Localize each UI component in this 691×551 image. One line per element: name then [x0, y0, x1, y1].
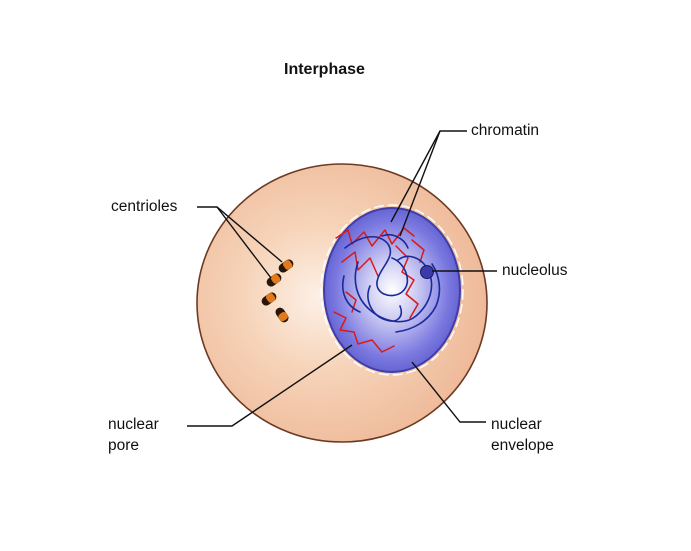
- centriole: [261, 292, 277, 306]
- nuclear-envelope: [320, 204, 464, 376]
- centrioles-label: centrioles: [111, 198, 178, 215]
- centrioles-leader: [216, 206, 272, 279]
- nuclear-envelope-label-line2: envelope: [491, 437, 554, 454]
- centriole: [278, 259, 294, 273]
- centriole: [266, 273, 282, 287]
- nuclear-pore-label-line1: nuclear: [108, 416, 159, 433]
- nuclear-envelope-leader: [411, 361, 486, 423]
- nucleus: [323, 207, 461, 373]
- chromatin-red-strands: [333, 227, 425, 353]
- centriole: [275, 307, 289, 323]
- nuclear-pore-label-line2: pore: [108, 437, 140, 454]
- chromatin-blue-strands: [342, 233, 441, 333]
- chromatin-label: chromatin: [471, 122, 540, 139]
- nucleolus: [420, 265, 434, 279]
- centrioles: [261, 259, 294, 323]
- leader-lines: [187, 130, 497, 427]
- diagram-title: Interphase: [284, 61, 365, 78]
- nuclear-envelope-label-line1: nuclear: [491, 416, 542, 433]
- chromatin-leader: [399, 130, 441, 237]
- nucleolus-label: nucleolus: [502, 262, 568, 279]
- nuclear-pore-leader: [187, 344, 353, 427]
